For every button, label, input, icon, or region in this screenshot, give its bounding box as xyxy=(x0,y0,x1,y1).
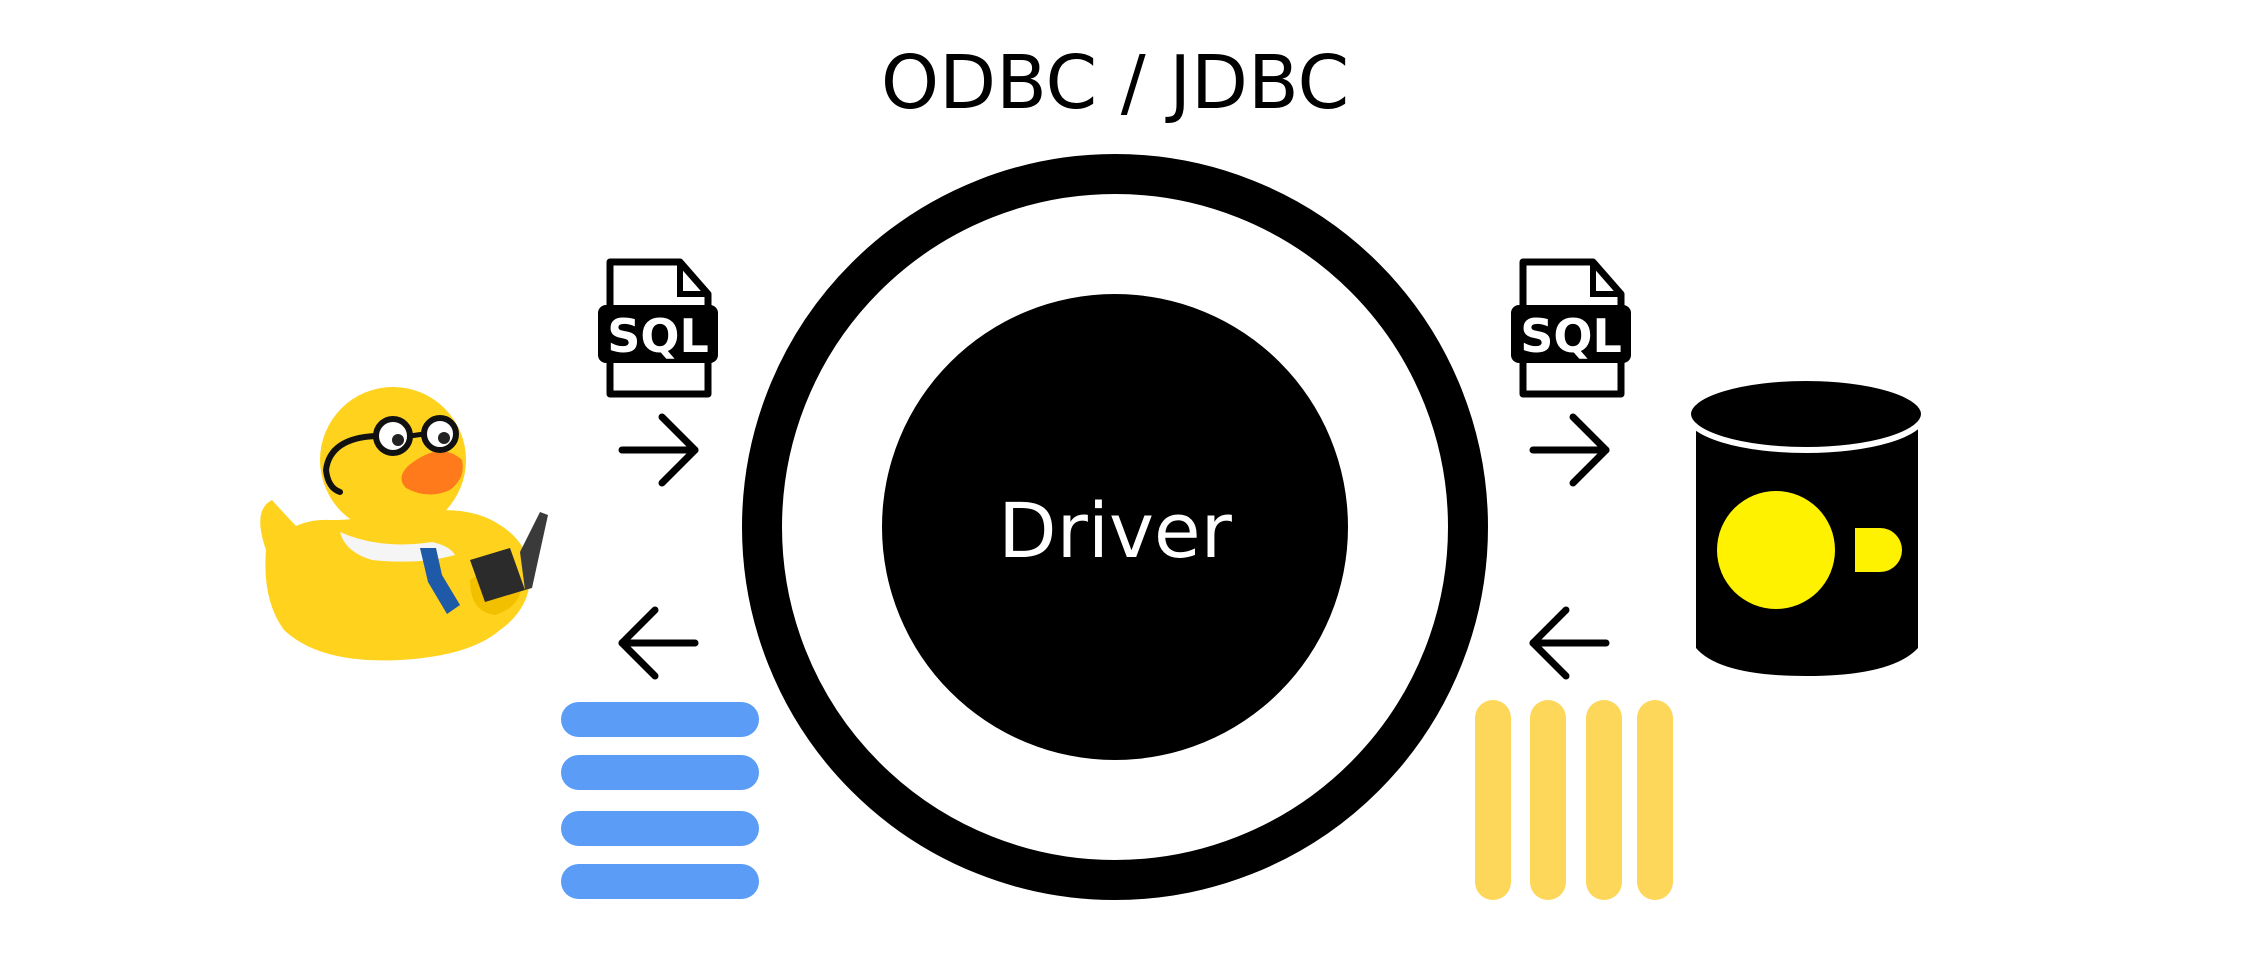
arrow-left-icon-right xyxy=(1529,606,1610,680)
rubber-duck-with-laptop-icon xyxy=(260,387,548,661)
db-logo-circle xyxy=(1717,491,1835,609)
arrow-left-icon-left xyxy=(618,606,699,680)
column-bar xyxy=(1530,700,1566,900)
arrow-right-icon-right xyxy=(1529,413,1610,487)
sql-file-icon-right: SQL xyxy=(1511,258,1631,398)
driver-core xyxy=(882,294,1348,760)
row-bar xyxy=(561,811,759,846)
column-bar xyxy=(1586,700,1622,900)
row-bar xyxy=(561,864,759,899)
column-bar xyxy=(1637,700,1673,900)
db-logo-bar xyxy=(1855,528,1902,572)
driver-label: Driver xyxy=(998,486,1233,575)
diagram-title: ODBC / JDBC xyxy=(881,40,1349,126)
sql-badge-left: SQL xyxy=(607,309,709,363)
sql-badge-right: SQL xyxy=(1520,309,1622,363)
arrow-right-icon-left xyxy=(618,413,699,487)
column-oriented-data-icon xyxy=(1475,700,1673,900)
row-oriented-data-icon xyxy=(561,702,759,899)
sql-file-icon-left: SQL xyxy=(598,258,718,398)
database-cylinder-icon xyxy=(1685,375,1927,676)
column-bar xyxy=(1475,700,1511,900)
driver-ring xyxy=(742,154,1488,900)
row-bar xyxy=(561,755,759,790)
row-bar xyxy=(561,702,759,737)
